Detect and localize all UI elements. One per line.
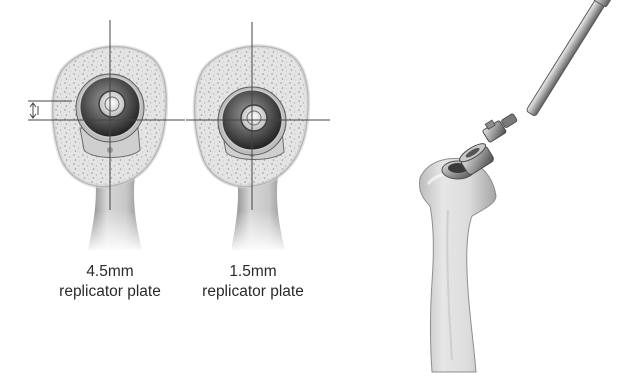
label-name: replicator plate [183,282,323,302]
label-name: replicator plate [40,282,180,302]
femur-with-instrument [419,0,619,372]
bone-section-right [186,22,330,252]
disc-inner-right [241,105,267,131]
label-size: 4.5mm [40,262,180,282]
connector-tip [501,113,518,128]
disc-inner-left [99,91,125,117]
label-4-5mm-replicator-plate: 4.5mm replicator plate [40,262,180,302]
femur [419,159,496,372]
inserter-rod [524,0,619,118]
bone-section-left [28,20,185,252]
label-size: 1.5mm [183,262,323,282]
label-1-5mm-replicator-plate: 1.5mm replicator plate [183,262,323,302]
